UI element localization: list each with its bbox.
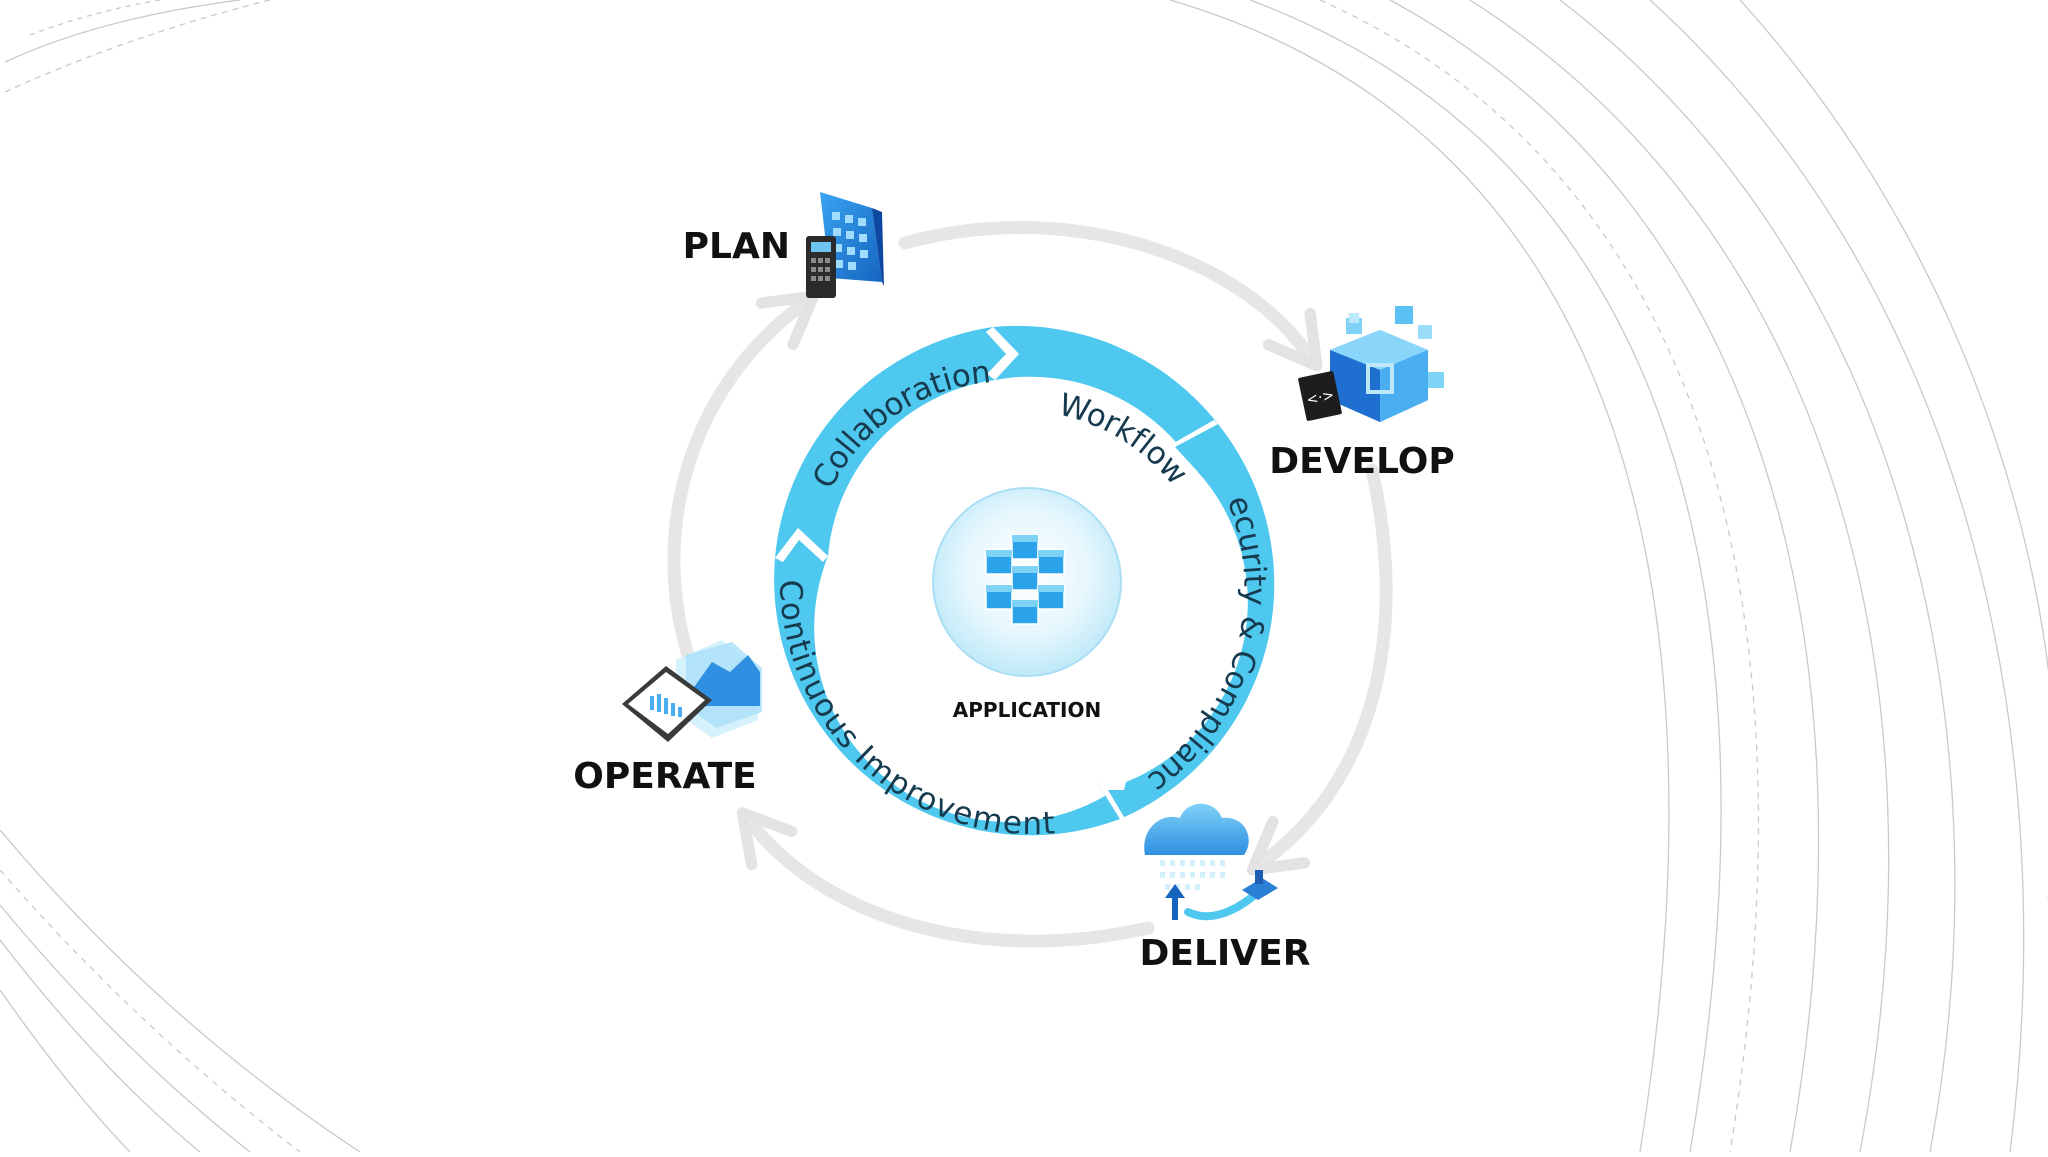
cube-cluster-icon [985, 534, 1065, 625]
ring-segment-continuous-improvement [774, 528, 1126, 836]
plan-to-develop-arrow [898, 221, 1323, 372]
outer-cycle-arrows [667, 221, 1393, 948]
building-calculator-icon [806, 192, 884, 298]
stage-label-develop: DEVELOP [1269, 441, 1455, 482]
code-blocks-icon: <·> [1298, 306, 1444, 422]
operate-to-plan-arrow [667, 290, 820, 662]
stage-plan: PLAN [683, 192, 884, 298]
svg-text:<·>: <·> [1305, 387, 1336, 408]
stage-label-deliver: DELIVER [1140, 933, 1311, 974]
stage-deliver: DELIVER [1140, 803, 1311, 974]
deliver-to-operate-arrow [736, 807, 1155, 948]
ring-segment-collaboration [775, 327, 1019, 558]
ring-segment-workflow [993, 325, 1218, 471]
ring-segment-security-compliance [1097, 424, 1275, 819]
develop-to-deliver-arrow [1246, 463, 1393, 876]
cloud-upload-icon [1144, 803, 1278, 921]
stage-operate: OPERATE [573, 640, 762, 797]
application-label: APPLICATION [953, 698, 1101, 722]
stage-label-plan: PLAN [683, 226, 790, 267]
dashboard-chart-icon [622, 640, 762, 742]
stage-label-operate: OPERATE [573, 756, 757, 797]
stage-develop: <·> DEVELOP [1269, 306, 1455, 482]
application-hub: APPLICATION [932, 487, 1122, 722]
